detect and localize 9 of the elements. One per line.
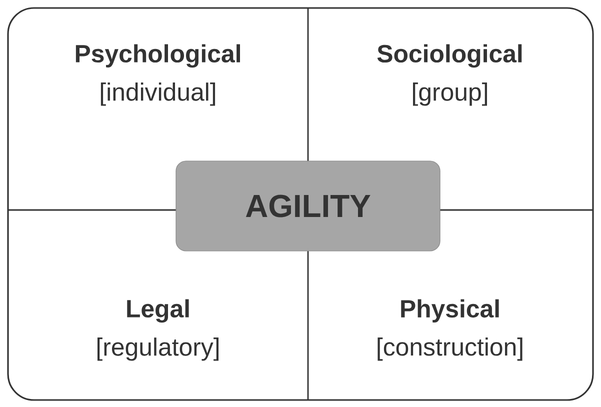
subheading: [individual] bbox=[100, 82, 216, 106]
center-box: AGILITY bbox=[176, 160, 440, 252]
heading: Sociological bbox=[377, 44, 522, 68]
heading: Legal bbox=[127, 299, 189, 323]
subheading: [regulatory] bbox=[98, 338, 218, 361]
heading: Physical bbox=[401, 299, 499, 322]
heading: Psychological bbox=[76, 44, 240, 68]
subheading: [group] bbox=[413, 82, 487, 106]
subheading: [construction] bbox=[378, 338, 522, 361]
